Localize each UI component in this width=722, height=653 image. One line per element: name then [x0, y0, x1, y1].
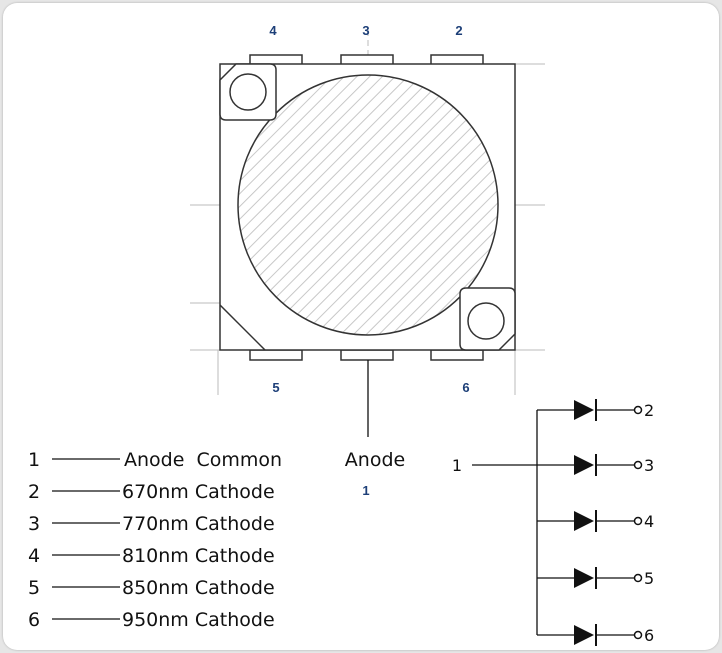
led-package-diagram: 4 3 2 5 6 Anode 1 1 Anode Common 2 670nm… [28, 23, 654, 646]
diagram-card: 4 3 2 5 6 Anode 1 1 Anode Common 2 670nm… [3, 3, 719, 650]
circuit-branch-4: 4 [537, 510, 654, 532]
circuit-schematic [472, 410, 538, 635]
legend-label: 670nm Cathode [122, 481, 275, 503]
terminal-dot [633, 516, 643, 526]
legend-row-1: 1 Anode Common [28, 449, 282, 471]
anode-pin-label: 1 [362, 483, 369, 498]
legend-num: 3 [28, 513, 40, 535]
legend-label: 850nm Cathode [122, 577, 275, 599]
circuit-branch-2: 2 [537, 399, 654, 421]
circuit-branch-3: 3 [537, 454, 654, 476]
legend-label: 770nm Cathode [122, 513, 275, 535]
circuit-output-label: 4 [644, 512, 654, 531]
legend-num: 5 [28, 577, 40, 599]
legend-label: 810nm Cathode [122, 545, 275, 567]
terminal-dot [633, 460, 643, 470]
pad-1 [340, 349, 394, 361]
circuit-branch-5: 5 [537, 567, 654, 589]
diode-symbol [574, 455, 594, 475]
legend-row-5: 5 850nm Cathode [28, 577, 275, 599]
chamfer-bottom-left [219, 304, 266, 351]
top-pin-labels: 4 3 2 [269, 23, 462, 38]
lens-circle [237, 74, 499, 336]
legend-row-2: 2 670nm Cathode [28, 481, 275, 503]
pin-label-2: 2 [455, 23, 462, 38]
circuit-input-label: 1 [452, 456, 462, 475]
pad-6 [430, 349, 484, 361]
diode-symbol [574, 625, 594, 645]
terminal-dot [633, 405, 643, 415]
pin-label-6: 6 [462, 380, 469, 395]
legend-num: 4 [28, 545, 40, 567]
circuit-output-label: 5 [644, 569, 654, 588]
pin-label-5: 5 [272, 380, 279, 395]
circuit-branch-6: 6 [537, 624, 654, 646]
legend-num: 2 [28, 481, 40, 503]
legend-row-3: 3 770nm Cathode [28, 513, 275, 535]
legend-row-4: 4 810nm Cathode [28, 545, 275, 567]
legend-num: 6 [28, 609, 40, 631]
diode-symbol [574, 511, 594, 531]
terminal-dot [633, 630, 643, 640]
legend-row-6: 6 950nm Cathode [28, 609, 275, 631]
circuit-output-label: 2 [644, 401, 654, 420]
legend-num: 1 [28, 449, 40, 471]
legend-label: 950nm Cathode [122, 609, 275, 631]
pin-label-3: 3 [362, 23, 369, 38]
diode-symbol [574, 400, 594, 420]
pin-label-4: 4 [269, 23, 277, 38]
circuit-output-label: 6 [644, 626, 654, 645]
terminal-dot [633, 573, 643, 583]
corner-marker-bottom-right [459, 287, 516, 351]
pin-legend: 1 Anode Common 2 670nm Cathode 3 770nm C… [28, 449, 282, 631]
corner-marker-top-left [219, 63, 277, 121]
circuit-output-label: 3 [644, 456, 654, 475]
anode-label: Anode [345, 449, 405, 471]
bottom-pin-labels: 5 6 [272, 380, 469, 395]
diode-symbol [574, 568, 594, 588]
pad-5 [249, 349, 303, 361]
legend-label: Anode Common [124, 449, 282, 471]
